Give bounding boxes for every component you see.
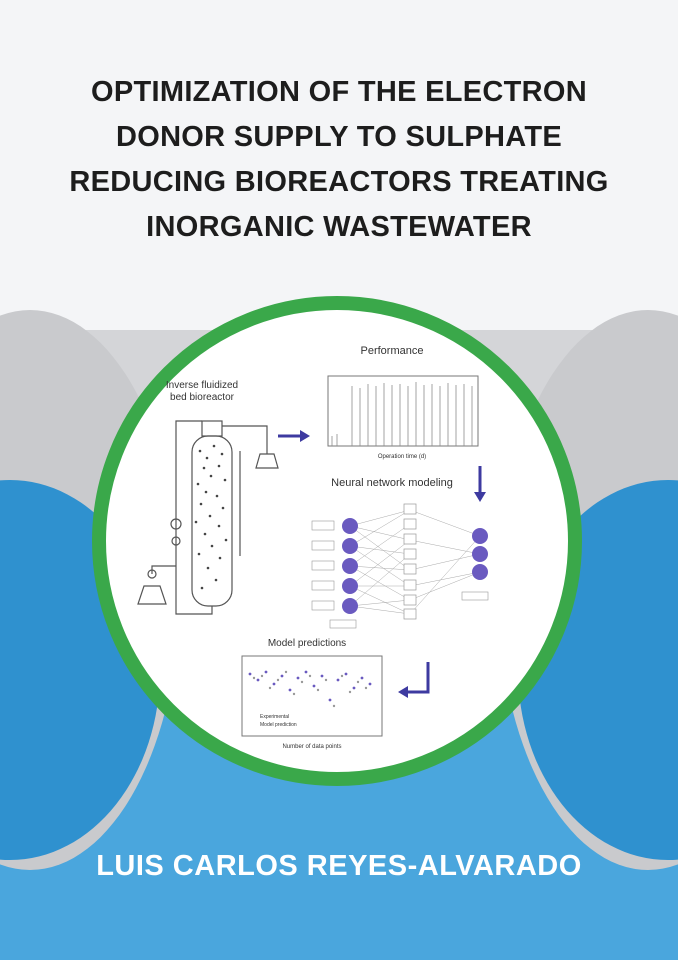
pipe-recirculation: [175, 436, 213, 615]
input-nodes: [342, 518, 358, 614]
model-xlabel: Number of data points: [282, 744, 341, 750]
reactor-column: [191, 435, 233, 607]
title-line-4: INORGANIC WASTEWATER: [146, 211, 532, 243]
legend-model: Model prediction: [260, 722, 297, 728]
bioreactor-label-line-2: bed bioreactor: [170, 392, 235, 403]
hidden-layer: [403, 503, 417, 620]
pipe-feed: [151, 565, 176, 574]
network-connections: [349, 509, 481, 615]
arrow-return: [398, 662, 430, 698]
background-top: [0, 0, 678, 330]
bias-box-output: [461, 591, 489, 601]
valve-icon: [171, 536, 181, 546]
carrier-particles: [194, 444, 228, 590]
title-line-3: REDUCING BIOREACTORS TREATING: [69, 166, 609, 198]
outlet-vessel: [255, 453, 279, 469]
book-title: OPTIMIZATION OF THE ELECTRON DONOR SUPPL…: [20, 70, 658, 250]
performance-xlabel: Operation time (d): [378, 454, 426, 460]
pipe-top-left: [175, 420, 202, 436]
reactor-head: [201, 420, 223, 437]
process-diagram: Inverse fluidized bed bioreactor: [137, 345, 489, 750]
title-line-1: OPTIMIZATION OF THE ELECTRON: [90, 76, 587, 108]
feed-pump-icon: [147, 569, 157, 579]
arrow-down: [474, 466, 486, 502]
bioreactor-schematic: Inverse fluidized bed bioreactor: [137, 380, 279, 615]
experimental-points: [252, 670, 368, 708]
output-nodes: [472, 528, 488, 580]
performance-chart: Performance Operation time (d): [327, 345, 479, 460]
model-predictions-title: Model predictions: [268, 638, 346, 649]
performance-title: Performance: [361, 345, 424, 357]
feed-vessel: [137, 585, 167, 605]
model-points: [248, 670, 372, 702]
performance-bars: [331, 382, 473, 446]
pipe-outlet: [222, 425, 268, 446]
title-line-2: DONOR SUPPLY TO SULPHATE: [115, 121, 563, 153]
pump-icon: [170, 518, 182, 530]
bias-box-input: [329, 619, 357, 629]
input-labels: [311, 520, 335, 611]
neural-network: Neural network modeling: [311, 477, 489, 629]
author-name: LUIS CARLOS REYES-ALVARADO: [96, 850, 582, 882]
bioreactor-label-line-1: Inverse fluidized: [166, 380, 238, 391]
neural-network-title: Neural network modeling: [331, 477, 453, 489]
legend-experimental: Experimental: [260, 714, 289, 720]
model-predictions-chart: Model predictions Experimental Model pre…: [241, 638, 383, 750]
arrow-right: [278, 430, 310, 442]
